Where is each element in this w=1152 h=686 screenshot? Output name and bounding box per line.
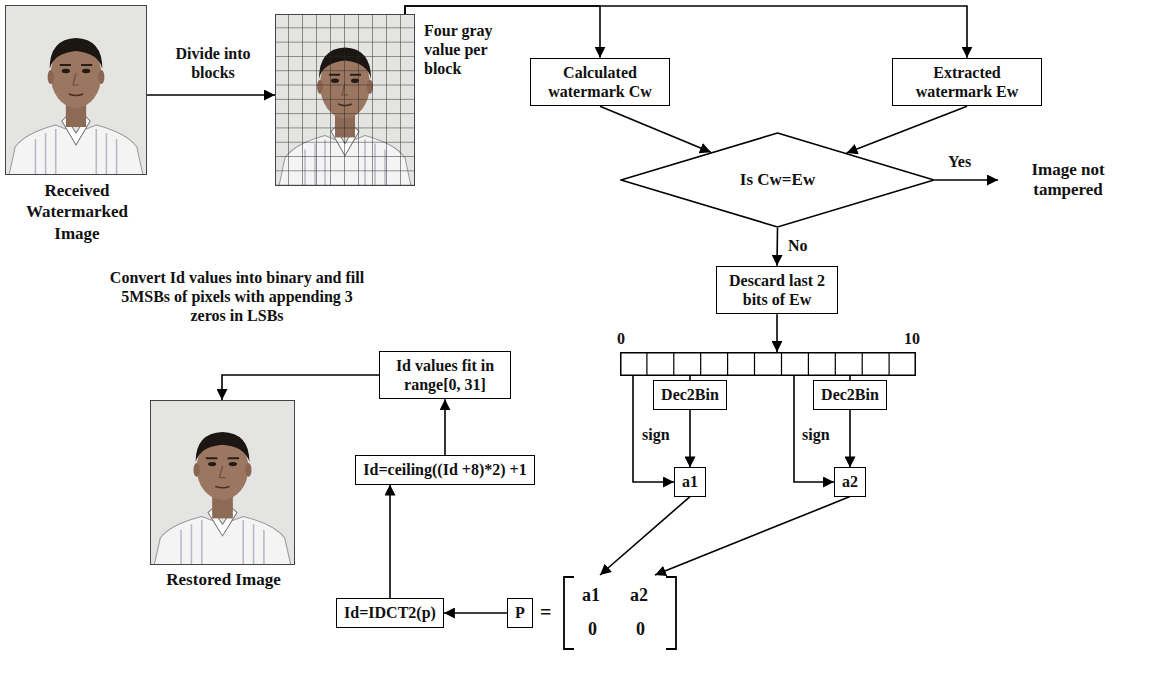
diamond-shape bbox=[621, 133, 934, 227]
node-text: Id=ceiling((Id +8)*2) +1 bbox=[363, 460, 526, 479]
flow-arrow bbox=[655, 497, 850, 575]
flow-arrow bbox=[849, 410, 851, 468]
node-text: 0 bbox=[636, 619, 645, 640]
value-box: a1 bbox=[674, 467, 706, 496]
decision-diamond: Is Cw=Ew bbox=[620, 132, 935, 228]
node-text: Descard last 2 bits of Ew bbox=[724, 271, 830, 309]
image-frame: Four gray value per block bbox=[275, 14, 415, 186]
flow-arrow bbox=[147, 94, 275, 96]
input-photo bbox=[5, 5, 147, 175]
edge-label: Divide into blocks bbox=[152, 44, 274, 82]
block-grid bbox=[275, 14, 415, 186]
node-text: 10 bbox=[904, 330, 920, 348]
edge-label: Convert Id values into binary and fill 5… bbox=[100, 268, 374, 326]
flow-arrow bbox=[600, 497, 690, 575]
array-outline bbox=[621, 353, 916, 376]
node-text: 0 bbox=[617, 330, 625, 348]
node-text: Image not tampered bbox=[1002, 160, 1134, 201]
array-outline bbox=[620, 352, 916, 376]
process-box: Dec2Bin bbox=[653, 380, 727, 409]
node-text: a2 bbox=[630, 585, 648, 606]
process-box: Dec2Bin bbox=[813, 380, 887, 409]
node-text: a1 bbox=[682, 472, 698, 491]
edge-label: Yes bbox=[946, 152, 973, 171]
node-text: Extracted watermark Ew bbox=[900, 63, 1034, 101]
process-box: Id=IDCT2(p) bbox=[336, 598, 444, 627]
node-text: Restored Image bbox=[141, 569, 306, 590]
equals-sign: = bbox=[538, 600, 553, 624]
flow-arrow bbox=[689, 410, 691, 468]
flow-arrow bbox=[444, 612, 507, 614]
flow-arrow bbox=[222, 375, 379, 400]
node-text: Is Cw=Ew bbox=[740, 170, 815, 190]
flow-arrow bbox=[600, 106, 711, 152]
flow-arrow bbox=[935, 179, 998, 181]
image-frame: Received Watermarked Image bbox=[5, 5, 147, 175]
node-text: Four gray value per block bbox=[424, 21, 524, 79]
node-text: Id=IDCT2(p) bbox=[344, 603, 436, 622]
edge-label: sign bbox=[800, 425, 832, 444]
node-text: Dec2Bin bbox=[661, 385, 719, 404]
flow-arrow bbox=[444, 399, 446, 455]
node-text: Calculated watermark Cw bbox=[538, 63, 662, 101]
process-box: Id=ceiling((Id +8)*2) +1 bbox=[355, 455, 534, 484]
process-box: Extracted watermark Ew bbox=[892, 58, 1042, 106]
process-box: Calculated watermark Cw bbox=[530, 58, 670, 106]
node-text: Received Watermarked Image bbox=[6, 180, 148, 244]
node-text: a1 bbox=[582, 585, 600, 606]
node-text: a2 bbox=[842, 472, 858, 491]
edge-label: sign bbox=[640, 425, 672, 444]
image-frame: Restored Image bbox=[150, 400, 295, 565]
node-text: Id values fit in range[0, 31] bbox=[387, 356, 503, 394]
flow-arrow bbox=[776, 228, 778, 266]
node-text: P bbox=[515, 603, 525, 622]
node-text: 0 bbox=[588, 619, 597, 640]
matrix-outline bbox=[560, 575, 680, 651]
restored-photo bbox=[150, 400, 295, 565]
edge-label: No bbox=[786, 236, 810, 255]
node-text: Dec2Bin bbox=[821, 385, 879, 404]
process-box: Id values fit in range[0, 31] bbox=[379, 351, 511, 399]
result-text: Image not tampered bbox=[998, 158, 1138, 203]
blocked-photo bbox=[275, 14, 415, 186]
flow-arrow bbox=[847, 106, 967, 153]
process-box: Descard last 2 bits of Ew bbox=[716, 266, 838, 314]
value-box: P bbox=[507, 598, 533, 627]
bit-array: 010 bbox=[620, 352, 916, 376]
array-cells bbox=[647, 352, 889, 376]
matrix-bracket bbox=[564, 577, 676, 649]
value-box: a2 bbox=[834, 467, 866, 496]
matrix: a1 a2 0 0 bbox=[560, 575, 680, 651]
flow-arrow bbox=[389, 485, 391, 599]
flow-arrow bbox=[776, 314, 778, 352]
